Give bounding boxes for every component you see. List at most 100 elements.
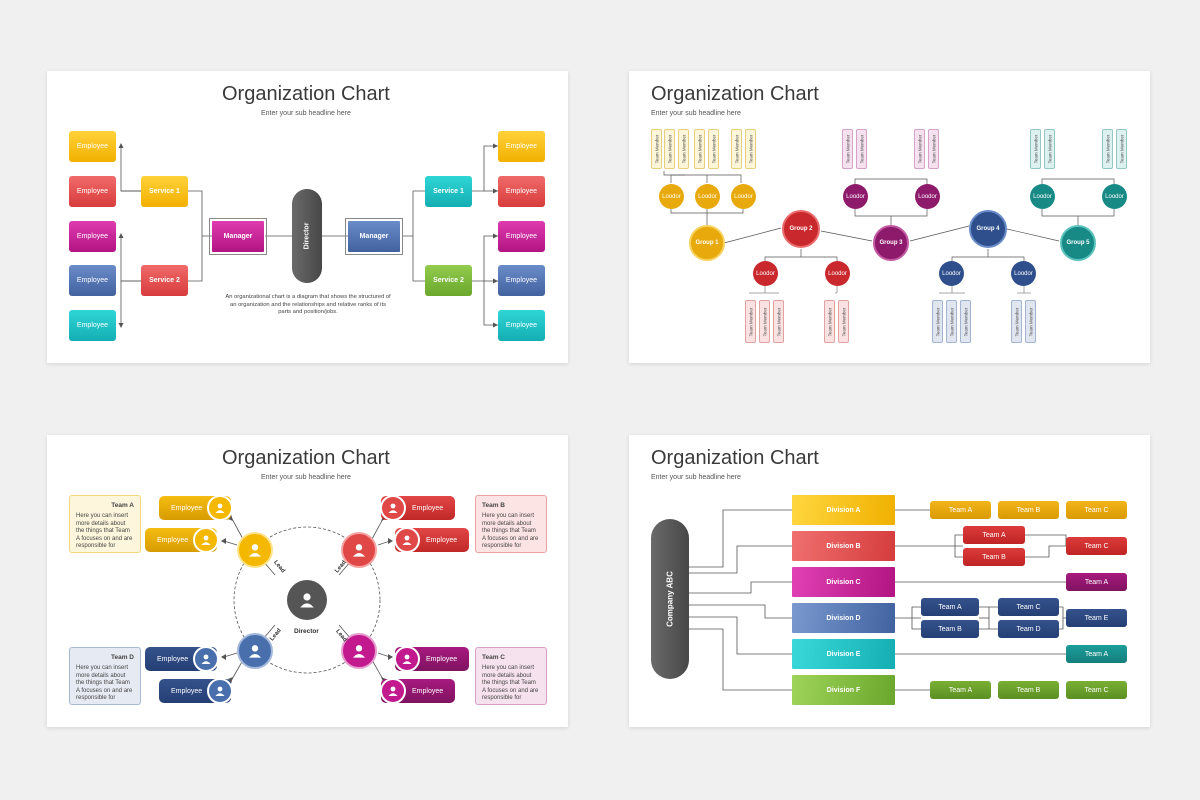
user-icon	[394, 527, 420, 553]
team-member-tag: Team Member	[824, 300, 835, 343]
team-member-tag: Team Member	[731, 129, 742, 169]
leader-circle: Loodor	[1011, 261, 1036, 286]
employee-box: Employee	[69, 131, 116, 162]
slide-title: Organization Chart	[651, 447, 819, 469]
team-a-box: Team A	[930, 501, 991, 519]
company-pill	[651, 519, 689, 679]
team-a-box: Team A	[1066, 645, 1127, 663]
team-a-box: Team A	[921, 598, 979, 616]
slide-org-chart-1[interactable]: Organization Chart Enter your sub headli…	[47, 71, 568, 363]
slide-org-chart-2[interactable]: Organization Chart Enter your sub headli…	[629, 71, 1150, 363]
manager-frame-right	[345, 218, 403, 255]
employee-box: Employee	[498, 176, 545, 207]
team-member-tag: Team Member	[1011, 300, 1022, 343]
user-icon	[380, 678, 406, 704]
team-c-box: Team C	[1066, 537, 1127, 555]
group-5-circle: Group 5	[1060, 225, 1096, 261]
team-member-tag: Team Member	[838, 300, 849, 343]
team-member-tag: Team Member	[745, 300, 756, 343]
service-1-box: Service 1	[141, 176, 188, 207]
employee-box: Employee	[498, 310, 545, 341]
slide-subtitle: Enter your sub headline here	[261, 110, 351, 117]
team-member-tag: Team Member	[928, 129, 939, 169]
team-e-box: Team E	[1066, 609, 1127, 627]
team-member-tag: Team Member	[664, 129, 675, 169]
leader-circle: Loodor	[695, 184, 720, 209]
employee-box: Employee	[69, 265, 116, 296]
team-member-tag: Team Member	[960, 300, 971, 343]
manager-frame-left	[209, 218, 267, 255]
group-1-circle: Group 1	[689, 225, 725, 261]
employee-box: Employee	[69, 176, 116, 207]
service-2-box-right: Service 2	[425, 265, 472, 296]
division-f-box: Division F	[792, 675, 895, 705]
slide-org-chart-3[interactable]: Organization Chart Enter your sub headli…	[47, 435, 568, 727]
leader-circle: Loodor	[659, 184, 684, 209]
director-user-icon	[287, 580, 327, 620]
team-member-tag: Team Member	[842, 129, 853, 169]
connector-lines	[689, 509, 1067, 691]
team-member-tag: Team Member	[773, 300, 784, 343]
leader-circle: Loodor	[1102, 184, 1127, 209]
team-c-box: Team C	[998, 598, 1059, 616]
employee-box: Employee	[69, 310, 116, 341]
team-member-tag: Team Member	[1102, 129, 1113, 169]
team-b-box: Team B	[998, 681, 1059, 699]
leader-circle: Loodor	[915, 184, 940, 209]
leader-circle: Loodor	[843, 184, 868, 209]
team-member-tag: Team Member	[1044, 129, 1055, 169]
team-c-box: Team C	[1066, 681, 1127, 699]
slide-org-chart-4[interactable]: Organization Chart Enter your sub headli…	[629, 435, 1150, 727]
team-member-tag: Team Member	[914, 129, 925, 169]
group-4-circle: Group 4	[969, 210, 1007, 248]
lead-yellow-user-icon	[237, 532, 273, 568]
service-2-box: Service 2	[141, 265, 188, 296]
director-label: Director	[303, 222, 311, 250]
employee-box: Employee	[498, 265, 545, 296]
service-1-box-right: Service 1	[425, 176, 472, 207]
slide-subtitle: Enter your sub headline here	[651, 474, 741, 481]
company-label: Company ABC	[665, 571, 675, 627]
team-c-box: Team C	[1066, 501, 1127, 519]
team-member-tag: Team Member	[932, 300, 943, 343]
user-icon	[394, 646, 420, 672]
division-d-box: Division D	[792, 603, 895, 633]
division-a-box: Division A	[792, 495, 895, 525]
slide-subtitle: Enter your sub headline here	[261, 474, 351, 481]
team-a-box: Team A	[930, 681, 991, 699]
team-member-tag: Team Member	[1025, 300, 1036, 343]
team-member-tag: Team Member	[745, 129, 756, 169]
group-2-circle: Group 2	[782, 210, 820, 248]
team-member-tag: Team Member	[946, 300, 957, 343]
division-c-box: Division C	[792, 567, 895, 597]
leader-circle: Loodor	[753, 261, 778, 286]
team-a-box: Team A	[1066, 573, 1127, 591]
division-b-box: Division B	[792, 531, 895, 561]
slide-title: Organization Chart	[222, 447, 390, 469]
leader-circle: Loodor	[731, 184, 756, 209]
team-member-tag: Team Member	[708, 129, 719, 169]
team-a-box: Team A	[963, 526, 1025, 544]
team-member-tag: Team Member	[1030, 129, 1041, 169]
team-b-box: Team B	[963, 548, 1025, 566]
employee-box: Employee	[498, 131, 545, 162]
slide-title: Organization Chart	[651, 83, 819, 105]
lead-magenta-user-icon	[341, 633, 377, 669]
connector-lines	[118, 143, 498, 328]
team-b-box: Team B	[998, 501, 1059, 519]
leader-circle: Loodor	[1030, 184, 1055, 209]
slide-subtitle: Enter your sub headline here	[651, 110, 741, 117]
team-member-tag: Team Member	[759, 300, 770, 343]
team-d-box: Team D	[998, 620, 1059, 638]
employee-box: Employee	[69, 221, 116, 252]
connector-lines	[663, 171, 1115, 294]
description-text: An organizational chart is a diagram tha…	[225, 294, 391, 316]
team-member-tag: Team Member	[1116, 129, 1127, 169]
leader-circle: Loodor	[939, 261, 964, 286]
leader-circle: Loodor	[825, 261, 850, 286]
group-3-circle: Group 3	[873, 225, 909, 261]
lead-blue-user-icon	[237, 633, 273, 669]
